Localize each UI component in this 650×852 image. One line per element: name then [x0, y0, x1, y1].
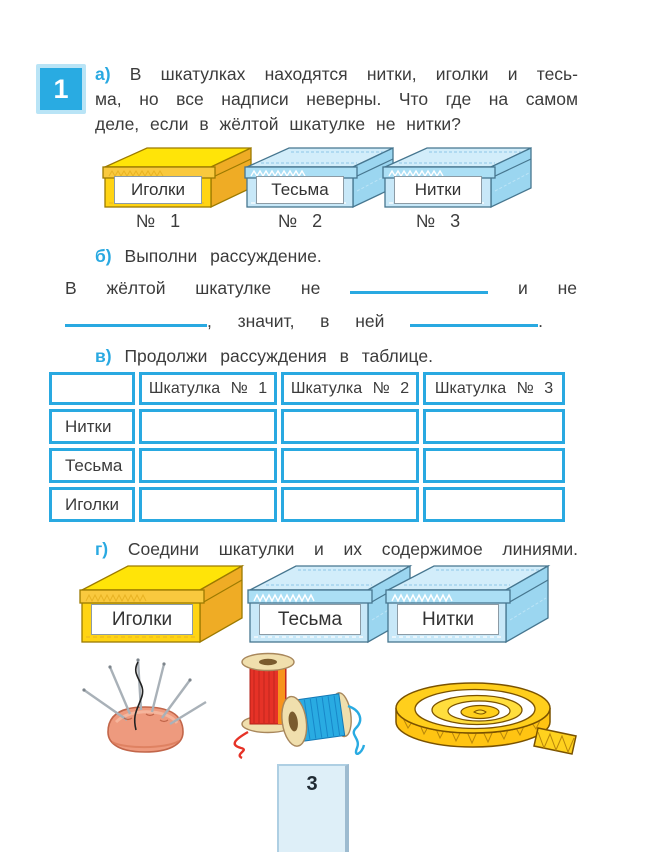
match-box-braid[interactable]: Тесьма: [246, 560, 414, 644]
task-a-letter: а): [95, 64, 111, 84]
box-label: Иголки: [91, 604, 193, 635]
table-header-box3: Шкатулка № 3: [423, 372, 565, 405]
braid-roll-drawing: [395, 682, 577, 755]
table-row: Иголки: [49, 487, 565, 522]
task-a-paragraph: а) В шкатулках находятся нитки, иголки и…: [95, 62, 578, 137]
table-corner-cell: [49, 372, 135, 405]
fill-blank-1[interactable]: [350, 278, 489, 294]
empty-cell[interactable]: [423, 448, 565, 483]
task-a-line-1: а) В шкатулках находятся нитки, иголки и…: [95, 64, 578, 84]
braid-roll-illustration[interactable]: [388, 658, 583, 768]
empty-cell[interactable]: [281, 448, 419, 483]
jewelry-box-1-yellow: Иголки: [101, 143, 253, 209]
task-b-letter: б): [95, 246, 112, 266]
box-label: Тесьма: [259, 604, 361, 635]
exercise-number-badge: 1: [36, 64, 86, 114]
pincushion-drawing: [82, 658, 207, 753]
task-g-heading: г) Соедини шкатулки и их содержимое лини…: [95, 539, 578, 559]
reasoning-line-2: , значит, в ней .: [65, 309, 543, 334]
box-label: Иголки: [114, 176, 202, 204]
box-label: Нитки: [397, 604, 499, 635]
box-number-1: № 1: [135, 211, 181, 231]
table-row: Нитки: [49, 409, 565, 444]
empty-cell[interactable]: [423, 409, 565, 444]
table-header-box1: Шкатулка № 1: [139, 372, 277, 405]
blue-spool: [281, 692, 352, 747]
task-v-heading: в) Продолжи рассуждения в таблице.: [95, 346, 433, 366]
table-header-box2: Шкатулка № 2: [281, 372, 419, 405]
box-label: Нитки: [394, 176, 482, 204]
box-label: Тесьма: [256, 176, 344, 204]
task-a-line-3: деле, если в жёлтой шкатулке не нитки?: [95, 114, 461, 134]
jewelry-box-2-blue: Тесьма: [243, 143, 395, 209]
table-header-row: Шкатулка № 1 Шкатулка № 2 Шкатулка № 3: [49, 372, 565, 405]
empty-cell[interactable]: [281, 487, 419, 522]
pincushion-illustration[interactable]: [72, 652, 217, 767]
task-g-letter: г): [95, 539, 109, 559]
match-box-yellow[interactable]: Иголки: [78, 560, 246, 644]
row-label-needles: Иголки: [49, 487, 135, 522]
box-number-2: № 2: [277, 211, 323, 231]
table-row: Тесьма: [49, 448, 565, 483]
empty-cell[interactable]: [139, 448, 277, 483]
answers-table: Шкатулка № 1 Шкатулка № 2 Шкатулка № 3 Н…: [45, 368, 569, 526]
fill-blank-3[interactable]: [410, 311, 539, 327]
row-label-braid: Тесьма: [49, 448, 135, 483]
task-b-heading: б) Выполни рассуждение.: [95, 246, 322, 266]
spools-drawing: [233, 652, 366, 760]
task-v-letter: в): [95, 346, 112, 366]
empty-cell[interactable]: [423, 487, 565, 522]
row-label-threads: Нитки: [49, 409, 135, 444]
empty-cell[interactable]: [139, 487, 277, 522]
exercise-number: 1: [53, 73, 69, 104]
match-box-threads[interactable]: Нитки: [384, 560, 552, 644]
empty-cell[interactable]: [281, 409, 419, 444]
page-number-box: 3: [277, 764, 349, 852]
empty-cell[interactable]: [139, 409, 277, 444]
box-number-3: № 3: [415, 211, 461, 231]
fill-blank-2[interactable]: [65, 311, 207, 327]
page-number: 3: [306, 773, 318, 795]
jewelry-box-3-blue: Нитки: [381, 143, 533, 209]
thread-spools-illustration[interactable]: [228, 648, 378, 778]
task-a-line-2: ма, но все надписи неверны. Что где на с…: [95, 89, 578, 109]
reasoning-line-1: В жёлтой шкатулке не и не: [65, 278, 577, 298]
